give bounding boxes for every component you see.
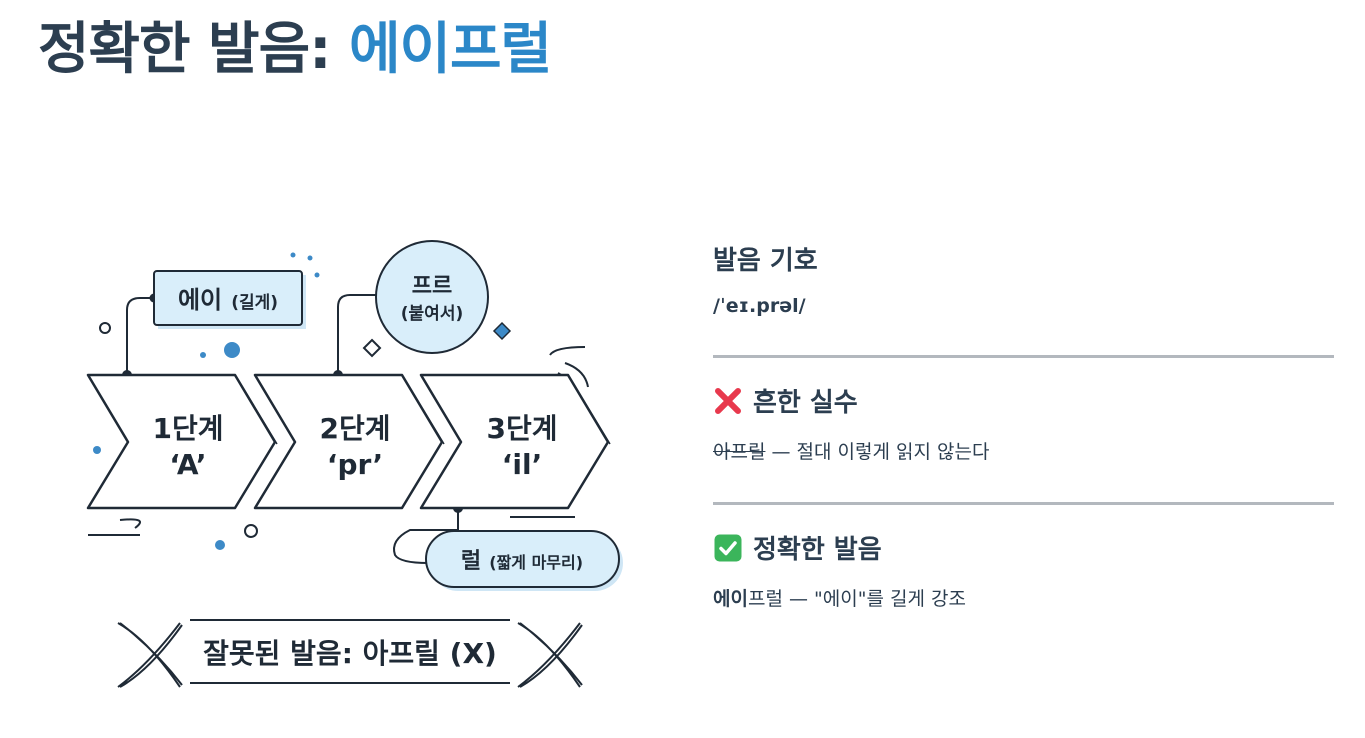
correct-bold: 에이: [713, 588, 748, 610]
deco-swoosh: [549, 346, 586, 356]
callout-1-box: [153, 270, 303, 326]
step-1-sound: ‘A’: [169, 448, 206, 481]
deco-dot: [290, 252, 296, 258]
cross-mark-icon: [713, 386, 743, 416]
callout-3-main: 럴: [461, 549, 481, 574]
mistake-rest: — 절대 이렇게 읽지 않는다: [765, 441, 990, 463]
deco-swoosh: [88, 518, 141, 536]
step-1-chevron: [86, 373, 277, 510]
callout-3-box: [425, 530, 620, 588]
deco-circle: [244, 524, 258, 538]
correct-text: 에이프럴 — "에이"를 길게 강조: [713, 584, 1334, 611]
callout-1-main: 에이: [178, 286, 222, 314]
divider: [713, 502, 1334, 505]
ipa-heading-text: 발음 기호: [713, 246, 818, 276]
title-word: 에이프럴: [349, 17, 552, 82]
ipa-text: /ˈeɪ.prəl/: [713, 295, 806, 317]
correct-heading: 정확한 발음: [713, 529, 1334, 566]
info-panel: 발음 기호 /ˈeɪ.prəl/ 흔한 실수 아프릴 — 절대 이렇게 읽지 않…: [713, 240, 1334, 611]
connector-3: [393, 508, 459, 564]
connector-1: [126, 297, 154, 375]
banner-text: 잘못된 발음: 아프릴 (X): [203, 637, 497, 670]
step-1-label: 1단계: [152, 412, 223, 445]
mistake-heading-text: 흔한 실수: [753, 388, 858, 418]
page-title: 정확한 발음: 에이프럴: [38, 4, 552, 85]
cross-left-icon: [117, 622, 183, 688]
deco-diamond: [492, 321, 512, 341]
cross-right-icon: [517, 622, 583, 688]
title-prefix: 정확한 발음:: [38, 17, 331, 82]
deco-dot: [93, 446, 101, 454]
deco-circle: [99, 322, 111, 334]
mistake-heading: 흔한 실수: [713, 382, 1334, 419]
check-mark-icon: [713, 533, 743, 563]
pronunciation-illustration: 1단계 ‘A’ 2단계 ‘pr’ 3단계 ‘il’ 에이 (길게) 프르 (붙여…: [86, 240, 623, 688]
deco-swoosh: [564, 362, 589, 388]
wrong-pronunciation: 아프릴: [713, 441, 766, 463]
step-3-label: 3단계: [486, 412, 557, 445]
step-3-chevron: [419, 373, 610, 510]
deco-dot: [200, 352, 206, 358]
ipa-heading: 발음 기호: [713, 240, 1334, 277]
correct-rest: 프럴 — "에이"를 길게 강조: [747, 588, 966, 610]
svg-text:에이 (길게): 에이 (길게): [178, 286, 278, 314]
svg-text:럴 (짧게 마무리): 럴 (짧게 마무리): [461, 549, 583, 574]
deco-dot: [215, 540, 225, 550]
step-3-sound: ‘il’: [502, 448, 542, 481]
callout-3-note: (짧게 마무리): [489, 553, 583, 572]
step-2-chevron: [253, 373, 444, 510]
deco-diamond: [362, 338, 382, 358]
callout-2-main: 프르: [412, 274, 452, 299]
step-2-label: 2단계: [319, 412, 390, 445]
correct-heading-text: 정확한 발음: [753, 535, 882, 565]
divider: [713, 355, 1334, 358]
deco-dot: [224, 342, 240, 358]
deco-dot: [307, 255, 313, 261]
connector-2: [337, 294, 378, 375]
callout-2-bubble: [375, 240, 489, 354]
deco-dot: [314, 272, 320, 278]
step-2-sound: ‘pr’: [327, 448, 383, 481]
callout-2-note: (붙여서): [401, 304, 463, 324]
mistake-text: 아프릴 — 절대 이렇게 읽지 않는다: [713, 437, 1334, 464]
callout-1-note: (길게): [231, 293, 278, 313]
